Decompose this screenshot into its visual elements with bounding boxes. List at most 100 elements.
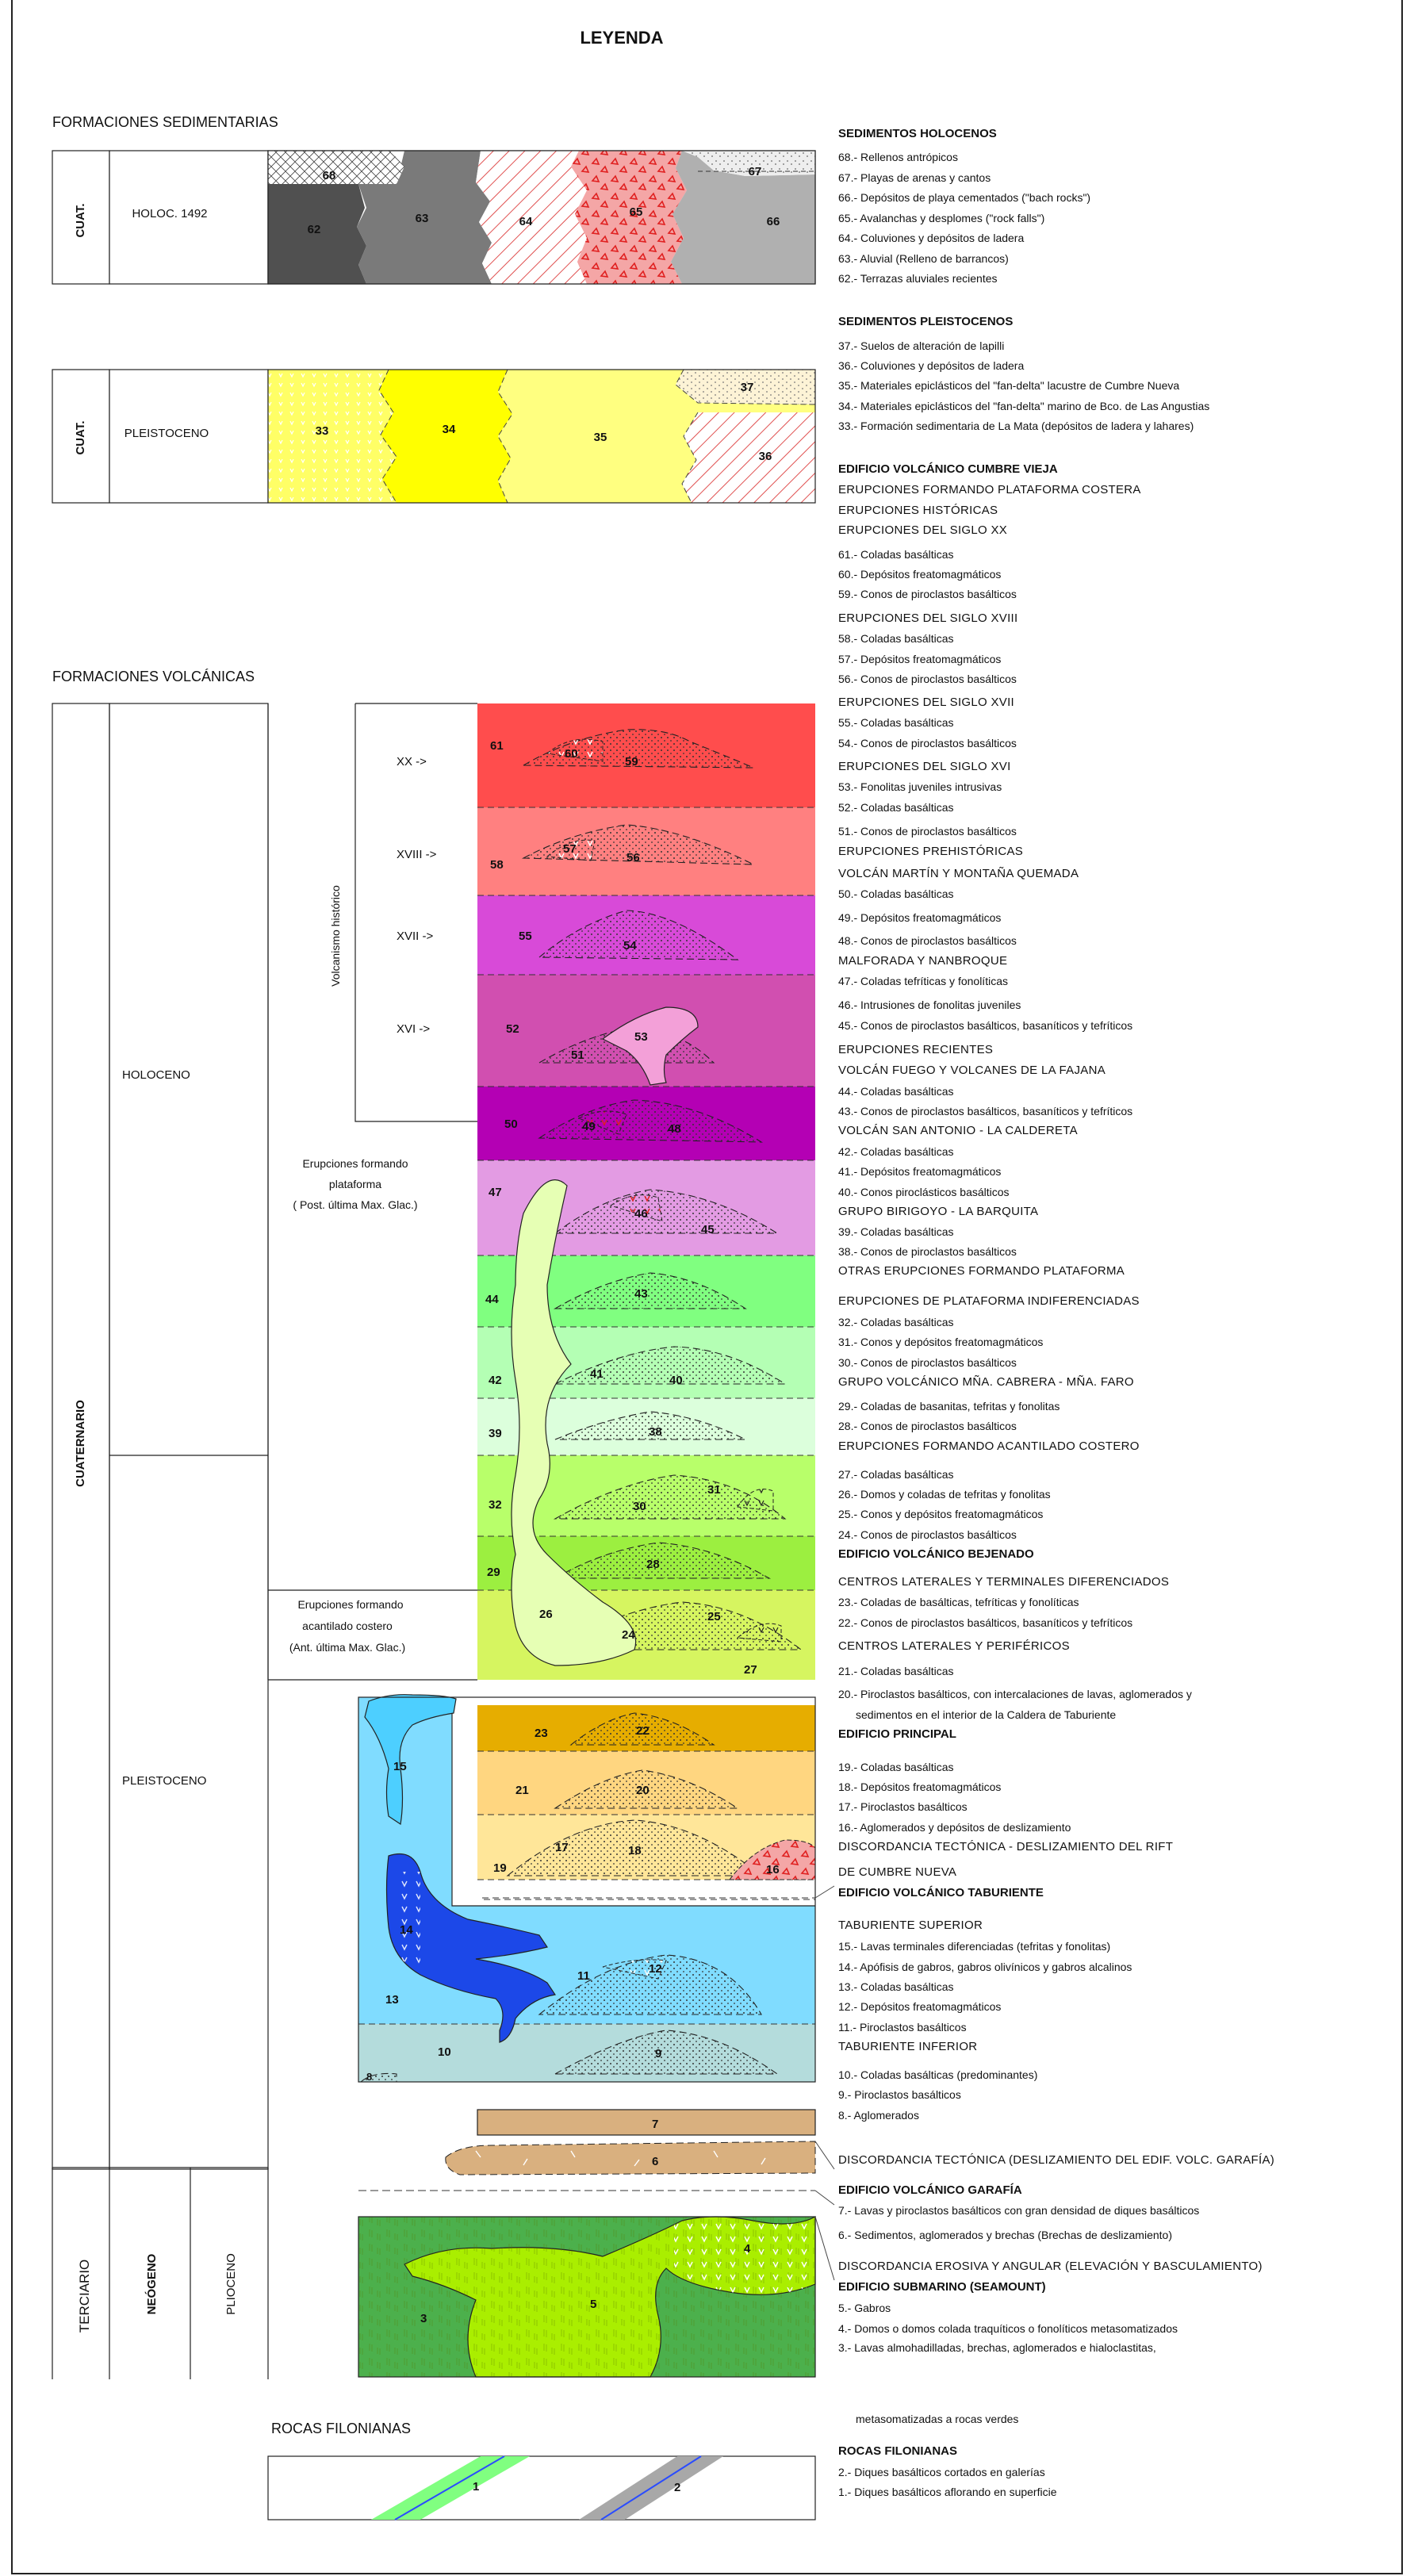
unit-14: 14 xyxy=(400,1923,413,1937)
legend-item: 45.- Conos de piroclastos basálticos, ba… xyxy=(838,1019,1133,1032)
legend-subheading: DISCORDANCIA EROSIVA Y ANGULAR (ELEVACIÓ… xyxy=(838,2260,1263,2273)
legend-item: 26.- Domos y coladas de tefritas y fonol… xyxy=(838,1488,1051,1501)
volcanic-columns xyxy=(52,703,477,2379)
unit-3: 3 xyxy=(420,2312,427,2325)
legend-item: 63.- Aluvial (Relleno de barrancos) xyxy=(838,252,1009,265)
unit-5: 5 xyxy=(590,2298,596,2311)
legend-subheading: CENTROS LATERALES Y TERMINALES DIFERENCI… xyxy=(838,1575,1170,1589)
unit-36: 36 xyxy=(759,450,772,463)
legend-subheading: ERUPCIONES RECIENTES xyxy=(838,1043,994,1056)
legend-subheading: ERUPCIONES DEL SIGLO XX xyxy=(838,523,1008,537)
label-cuat-1: CUAT. xyxy=(74,203,87,237)
legend-item: 57.- Depósitos freatomagmáticos xyxy=(838,653,1002,665)
unit-40: 40 xyxy=(669,1374,683,1387)
label-holoc: HOLOC. 1492 xyxy=(132,207,207,220)
section-sedimentarias: FORMACIONES SEDIMENTARIAS xyxy=(52,114,278,130)
legend-item: 38.- Conos de piroclastos basálticos xyxy=(838,1245,1017,1258)
legend-item: 39.- Coladas basálticas xyxy=(838,1225,954,1238)
label-plataforma-3: ( Post. última Max. Glac.) xyxy=(293,1198,417,1211)
legend-item: 27.- Coladas basálticas xyxy=(838,1468,954,1481)
legend-item: 65.- Avalanchas y desplomes ("rock falls… xyxy=(838,212,1045,224)
legend-item: 48.- Conos de piroclastos basálticos xyxy=(838,934,1017,947)
legend-item: 68.- Rellenos antrópicos xyxy=(838,151,958,163)
legend-item: 17.- Piroclastos basálticos xyxy=(838,1800,968,1813)
legend-heading: EDIFICIO SUBMARINO (SEAMOUNT) xyxy=(838,2280,1046,2294)
legend-subheading: ERUPCIONES DEL SIGLO XVII xyxy=(838,696,1015,709)
unit-15: 15 xyxy=(393,1760,407,1773)
label-plioceno: PLIOCENO xyxy=(224,2253,238,2315)
label-plataforma-1: Erupciones formando xyxy=(302,1157,408,1170)
legend-item: 49.- Depósitos freatomagmáticos xyxy=(838,911,1002,924)
unit-29: 29 xyxy=(487,1566,500,1579)
legend-item: 41.- Depósitos freatomagmáticos xyxy=(838,1165,1002,1178)
unit-55: 55 xyxy=(519,930,532,943)
legend-item: 16.- Aglomerados y depósitos de deslizam… xyxy=(838,1821,1071,1834)
legend-subheading: GRUPO BIRIGOYO - LA BARQUITA xyxy=(838,1205,1039,1218)
legend-subheading: ERUPCIONES DE PLATAFORMA INDIFERENCIADAS xyxy=(838,1294,1140,1308)
legend-heading: EDIFICIO PRINCIPAL xyxy=(838,1727,956,1741)
legend-item: 42.- Coladas basálticas xyxy=(838,1145,954,1158)
section-filonianas: ROCAS FILONIANAS xyxy=(271,2421,411,2436)
unit-21: 21 xyxy=(515,1784,529,1797)
unit-39: 39 xyxy=(489,1427,502,1440)
unit-50: 50 xyxy=(504,1117,518,1131)
label-cuat-2: CUAT. xyxy=(74,420,87,454)
legend-item: 51.- Conos de piroclastos basálticos xyxy=(838,825,1017,838)
legend-subheading: DE CUMBRE NUEVA xyxy=(838,1865,957,1879)
unit-7: 7 xyxy=(652,2118,658,2131)
unit-51: 51 xyxy=(571,1048,584,1062)
legend-item: 5.- Gabros xyxy=(838,2302,891,2314)
legend-item: 61.- Coladas basálticas xyxy=(838,548,954,561)
legend-item: 15.- Lavas terminales diferenciadas (tef… xyxy=(838,1940,1111,1953)
label-acantilado-1: Erupciones formando xyxy=(297,1598,403,1611)
legend-item: 25.- Conos y depósitos freatomagmáticos xyxy=(838,1508,1044,1520)
legend-item: 28.- Conos de piroclastos basálticos xyxy=(838,1420,1017,1432)
garafia-block: 7 6 xyxy=(358,2109,816,2191)
cumbre-vieja-stack: 61 60 59 58 57 56 55 54 52 53 51 50 49 4… xyxy=(477,703,815,1680)
legend-subheading: TABURIENTE INFERIOR xyxy=(838,2040,978,2053)
unit-45: 45 xyxy=(701,1223,715,1236)
unit-30: 30 xyxy=(633,1500,646,1513)
legend-subheading: ERUPCIONES PREHISTÓRICAS xyxy=(838,845,1024,858)
label-pleistoceno-2: PLEISTOCENO xyxy=(122,1774,206,1788)
unit-20: 20 xyxy=(636,1784,650,1797)
legend-item: 22.- Conos de piroclastos basálticos, ba… xyxy=(838,1616,1133,1629)
legend-item: 58.- Coladas basálticas xyxy=(838,632,954,645)
label-xviii: XVIII -> xyxy=(397,848,437,861)
unit-10: 10 xyxy=(438,2045,451,2059)
legend-item: 29.- Coladas de basanitas, tefritas y fo… xyxy=(838,1400,1060,1413)
label-xx: XX -> xyxy=(397,755,427,769)
unit-27: 27 xyxy=(744,1663,757,1677)
seamount-block: 3 5 4 xyxy=(358,2215,816,2378)
legend-item: 3.- Lavas almohadilladas, brechas, aglom… xyxy=(838,2341,1156,2354)
legend-item: 54.- Conos de piroclastos basálticos xyxy=(838,737,1017,749)
legend-item: 1.- Diques basálticos aflorando en super… xyxy=(838,2486,1057,2498)
legend-item: 53.- Fonolitas juveniles intrusivas xyxy=(838,780,1002,793)
legend-item: 32.- Coladas basálticas xyxy=(838,1316,954,1328)
unit-42: 42 xyxy=(489,1374,502,1387)
unit-47: 47 xyxy=(489,1186,502,1199)
legend-item: 46.- Intrusiones de fonolitas juveniles xyxy=(838,999,1021,1011)
legend-subheading: OTRAS ERUPCIONES FORMANDO PLATAFORMA xyxy=(838,1264,1125,1278)
unit-52: 52 xyxy=(506,1022,519,1036)
legend-heading: EDIFICIO VOLCÁNICO BEJENADO xyxy=(838,1547,1034,1561)
unit-41: 41 xyxy=(590,1367,604,1381)
unit-25: 25 xyxy=(707,1610,721,1623)
legend-subheading: DISCORDANCIA TECTÓNICA (DESLIZAMIENTO DE… xyxy=(838,2153,1275,2167)
legend-item: 7.- Lavas y piroclastos basálticos con g… xyxy=(838,2204,1200,2217)
label-plataforma-2: plataforma xyxy=(329,1178,381,1190)
unit-23: 23 xyxy=(535,1727,548,1740)
unit-18: 18 xyxy=(628,1844,642,1857)
legend-item: 13.- Coladas basálticas xyxy=(838,1980,954,1993)
legend-item: 12.- Depósitos freatomagmáticos xyxy=(838,2000,1002,2013)
pleistocene-column: CUAT. PLEISTOCENO xyxy=(52,369,269,504)
legend-item: 21.- Coladas basálticas xyxy=(838,1665,954,1677)
unit-62: 62 xyxy=(308,223,321,236)
unit-68: 68 xyxy=(323,169,336,182)
legend-item: 23.- Coladas de basálticas, tefríticas y… xyxy=(838,1596,1079,1608)
unit-1: 1 xyxy=(473,2480,479,2494)
legend-item: 47.- Coladas tefríticas y fonolíticas xyxy=(838,975,1008,987)
label-cuaternario: CUATERNARIO xyxy=(74,1400,87,1487)
unit-13: 13 xyxy=(385,1993,399,2007)
unit-44: 44 xyxy=(485,1293,499,1306)
